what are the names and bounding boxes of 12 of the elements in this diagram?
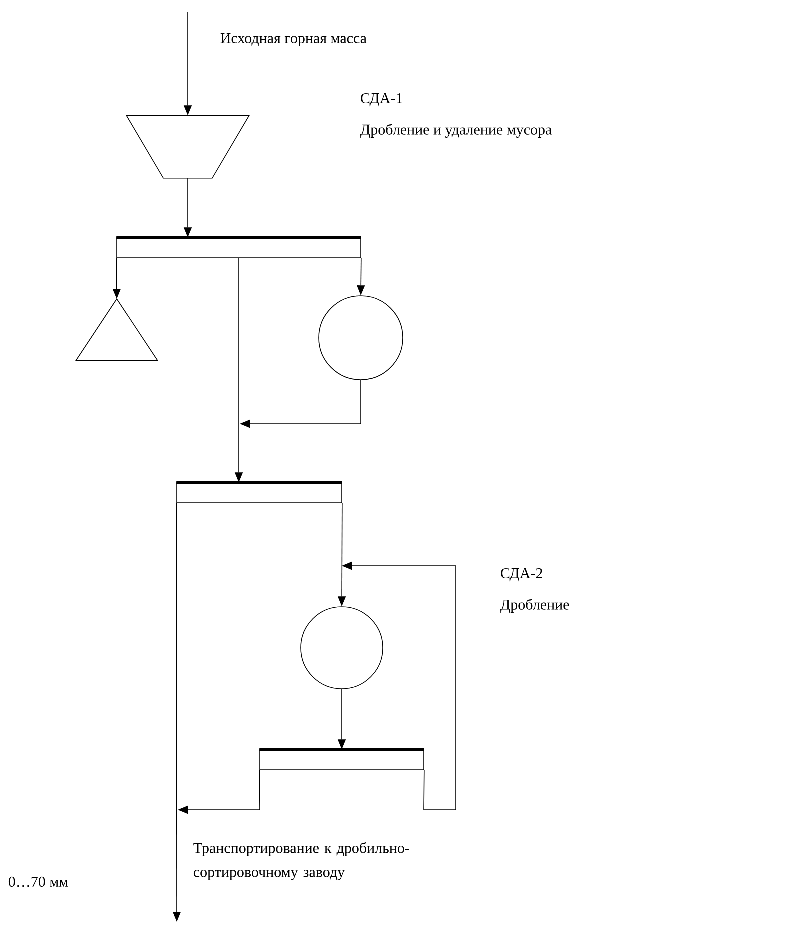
flow-label: 0…70 мм [8,876,68,888]
unit-label: Дробление [500,599,570,613]
screen-bar [260,748,424,770]
flow-label: Исходная горная масса [220,34,367,46]
flow-label: Транспортирование к дробильно-сортировочному заводу [194,842,410,880]
crusher-circle [318,296,404,380]
unit-label: Дробление и удаление мусора [360,124,552,138]
unit-label: СДА-2 [501,568,542,582]
crusher-circle [300,606,384,690]
unit-label: СДА-1 [361,93,402,107]
screen-bar [116,236,362,258]
screen-bar [176,481,342,504]
